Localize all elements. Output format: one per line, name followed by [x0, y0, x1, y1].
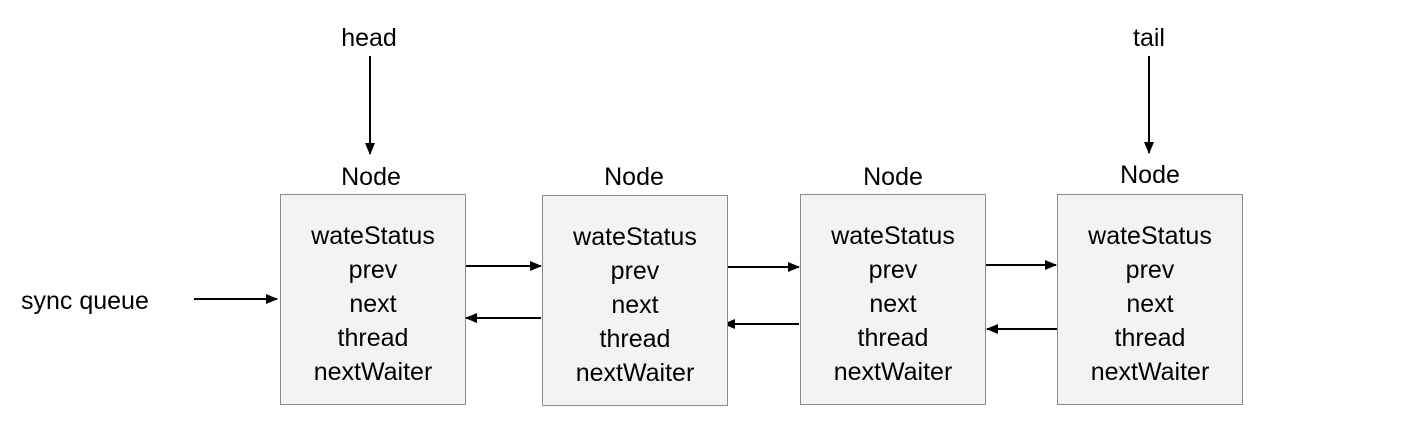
node-box: wateStatus prev next thread nextWaiter — [542, 195, 728, 406]
tail-label: tail — [1133, 24, 1165, 52]
node-field-next-waiter: nextWaiter — [1090, 358, 1210, 386]
node-field-wate-status: wateStatus — [1088, 222, 1212, 250]
node-field-next-waiter: nextWaiter — [833, 358, 953, 386]
node-field-wate-status: wateStatus — [831, 222, 955, 250]
node-field-thread: thread — [1114, 324, 1186, 352]
node-title: Node — [604, 163, 664, 191]
node-field-thread: thread — [337, 324, 409, 352]
node-title: Node — [863, 163, 923, 191]
node-field-wate-status: wateStatus — [311, 222, 435, 250]
node-title: Node — [341, 163, 401, 191]
node-box: wateStatus prev next thread nextWaiter — [1057, 194, 1243, 405]
node-field-next-waiter: nextWaiter — [313, 358, 433, 386]
node-field-next: next — [611, 291, 659, 319]
node-field-next: next — [869, 290, 917, 318]
sync-queue-label: sync queue — [21, 287, 149, 315]
head-label: head — [341, 24, 397, 52]
node-box: wateStatus prev next thread nextWaiter — [800, 194, 986, 405]
node-field-next: next — [349, 290, 397, 318]
node-field-prev: prev — [348, 256, 398, 284]
node-field-next-waiter: nextWaiter — [575, 359, 695, 387]
node-field-prev: prev — [868, 256, 918, 284]
node-field-next: next — [1126, 290, 1174, 318]
node-field-prev: prev — [610, 257, 660, 285]
node-title: Node — [1120, 161, 1180, 189]
node-field-prev: prev — [1125, 256, 1175, 284]
node-field-wate-status: wateStatus — [573, 223, 697, 251]
node-field-thread: thread — [857, 324, 929, 352]
node-box: wateStatus prev next thread nextWaiter — [280, 194, 466, 405]
node-field-thread: thread — [599, 325, 671, 353]
